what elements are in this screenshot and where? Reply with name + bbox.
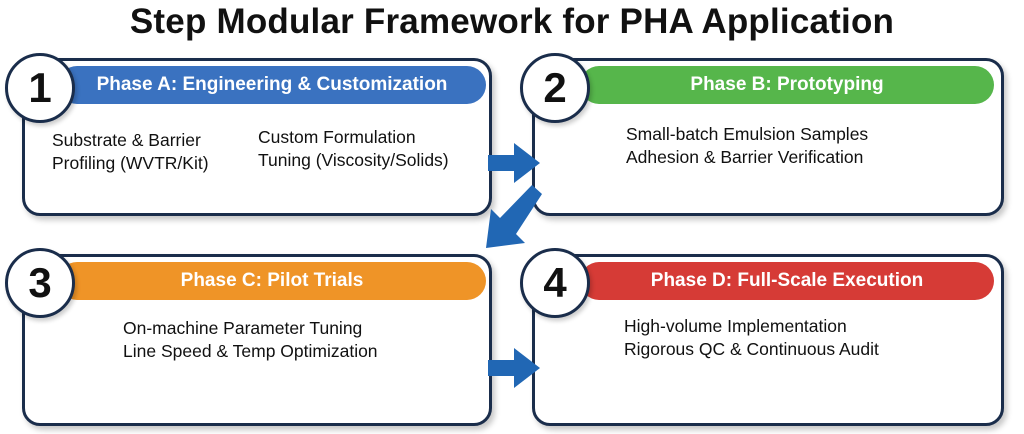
- phase-a-item-line: Custom Formulation: [258, 127, 416, 147]
- phase-c-banner: Phase C: Pilot Trials: [58, 262, 486, 300]
- phase-d-item-line: Rigorous QC & Continuous Audit: [624, 339, 879, 359]
- phase-b-label: Phase B: Prototyping: [690, 74, 884, 95]
- step-number-2: 2: [520, 53, 590, 123]
- phase-b-items: Small-batch Emulsion Samples Adhesion & …: [626, 123, 868, 169]
- phase-a-label: Phase A: Engineering & Customization: [96, 74, 448, 95]
- phase-b-banner: Phase B: Prototyping: [580, 66, 994, 104]
- arrow-down-left-icon: [486, 185, 542, 248]
- phase-c-item-line: Line Speed & Temp Optimization: [123, 341, 378, 361]
- phase-b-item-line: Adhesion & Barrier Verification: [626, 147, 864, 167]
- phase-a-item-formulation: Custom Formulation Tuning (Viscosity/Sol…: [258, 126, 449, 172]
- phase-c-label: Phase C: Pilot Trials: [180, 270, 364, 291]
- arrow-right-icon: [488, 348, 540, 388]
- phase-b-item-line: Small-batch Emulsion Samples: [626, 124, 869, 144]
- phase-d-label: Phase D: Full-Scale Execution: [650, 270, 924, 291]
- phase-c-item-line: On-machine Parameter Tuning: [123, 318, 363, 338]
- phase-a-item-line: Tuning (Viscosity/Solids): [258, 150, 449, 170]
- arrow-right-icon: [488, 143, 540, 183]
- phase-a-item-line: Substrate & Barrier: [52, 130, 201, 150]
- step-number-4: 4: [520, 248, 590, 318]
- phase-a-banner: Phase A: Engineering & Customization: [58, 66, 486, 104]
- phase-a-item-substrate: Substrate & Barrier Profiling (WVTR/Kit): [52, 129, 209, 175]
- phase-c-items: On-machine Parameter Tuning Line Speed &…: [123, 317, 378, 363]
- step-number-3: 3: [5, 248, 75, 318]
- phase-d-items: High-volume Implementation Rigorous QC &…: [624, 315, 879, 361]
- phase-d-item-line: High-volume Implementation: [624, 316, 847, 336]
- phase-a-item-line: Profiling (WVTR/Kit): [52, 153, 209, 173]
- diagram-title: Step Modular Framework for PHA Applicati…: [129, 2, 895, 41]
- phase-d-banner: Phase D: Full-Scale Execution: [580, 262, 994, 300]
- step-number-1: 1: [5, 53, 75, 123]
